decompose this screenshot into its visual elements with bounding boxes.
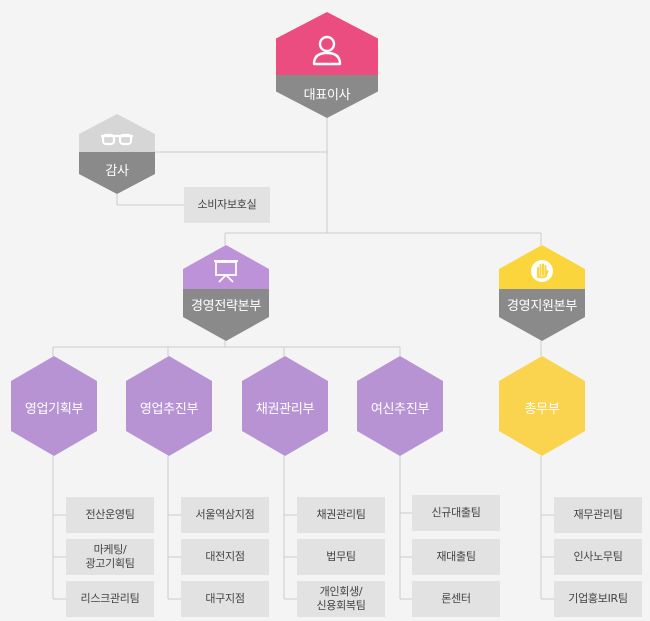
strategy-hq-hexagon bbox=[183, 245, 269, 341]
team-box: 신규대출팀 bbox=[412, 495, 500, 531]
ceo-node: 대표이사 bbox=[276, 12, 378, 118]
department-hexagon bbox=[499, 356, 585, 456]
department-label: 총무부 bbox=[524, 402, 560, 417]
team-box: 재무관리팀 bbox=[554, 497, 642, 533]
ceo-label: 대표이사 bbox=[303, 88, 351, 103]
team-box: 서울역삼지점 bbox=[181, 497, 269, 533]
team-box: 리스크관리팀 bbox=[66, 581, 154, 617]
support-hq-node: 경영지원본부 bbox=[499, 245, 585, 341]
team-box: 인사노무팀 bbox=[554, 539, 642, 575]
ceo-hexagon bbox=[276, 12, 378, 118]
team-box: 대구지점 bbox=[181, 581, 269, 617]
department-node: 영업추진부 bbox=[126, 356, 212, 456]
team-box: 전산운영팀 bbox=[66, 497, 154, 533]
hand-stop-icon bbox=[531, 260, 553, 282]
team-box: 마케팅/광고기획팀 bbox=[66, 539, 154, 575]
team-box: 대전지점 bbox=[181, 539, 269, 575]
department-label: 여신추진부 bbox=[370, 402, 430, 417]
team-box: 재대출팀 bbox=[412, 539, 500, 575]
audit-node: 감사 bbox=[79, 114, 155, 194]
consumer-protection-office: 소비자보호실 bbox=[184, 187, 270, 223]
department-hexagon bbox=[11, 356, 97, 456]
team-box: 기업홍보IR팀 bbox=[554, 581, 642, 617]
team-box: 개인회생/신용회복팀 bbox=[297, 581, 385, 617]
strategy-hq-node: 경영전략본부 bbox=[183, 245, 269, 341]
department-node: 채권관리부 bbox=[242, 356, 328, 456]
department-hexagon bbox=[357, 356, 443, 456]
department-label: 채권관리부 bbox=[255, 402, 315, 417]
strategy-hq-label: 경영전략본부 bbox=[191, 299, 261, 314]
support-hq-label: 경영지원본부 bbox=[507, 299, 577, 314]
person-icon bbox=[312, 35, 342, 66]
audit-label: 감사 bbox=[105, 164, 129, 179]
department-node: 영업기획부 bbox=[11, 356, 97, 456]
team-box: 채권관리팀 bbox=[297, 497, 385, 533]
glasses-icon bbox=[101, 133, 133, 146]
department-node: 여신추진부 bbox=[357, 356, 443, 456]
department-node: 총무부 bbox=[499, 356, 585, 456]
department-hexagon bbox=[126, 356, 212, 456]
presentation-board-icon bbox=[214, 260, 238, 283]
department-label: 영업기획부 bbox=[24, 402, 84, 417]
audit-hexagon bbox=[79, 114, 155, 194]
team-box: 론센터 bbox=[412, 581, 500, 617]
team-box: 법무팀 bbox=[297, 539, 385, 575]
department-hexagon bbox=[242, 356, 328, 456]
department-label: 영업추진부 bbox=[139, 402, 199, 417]
